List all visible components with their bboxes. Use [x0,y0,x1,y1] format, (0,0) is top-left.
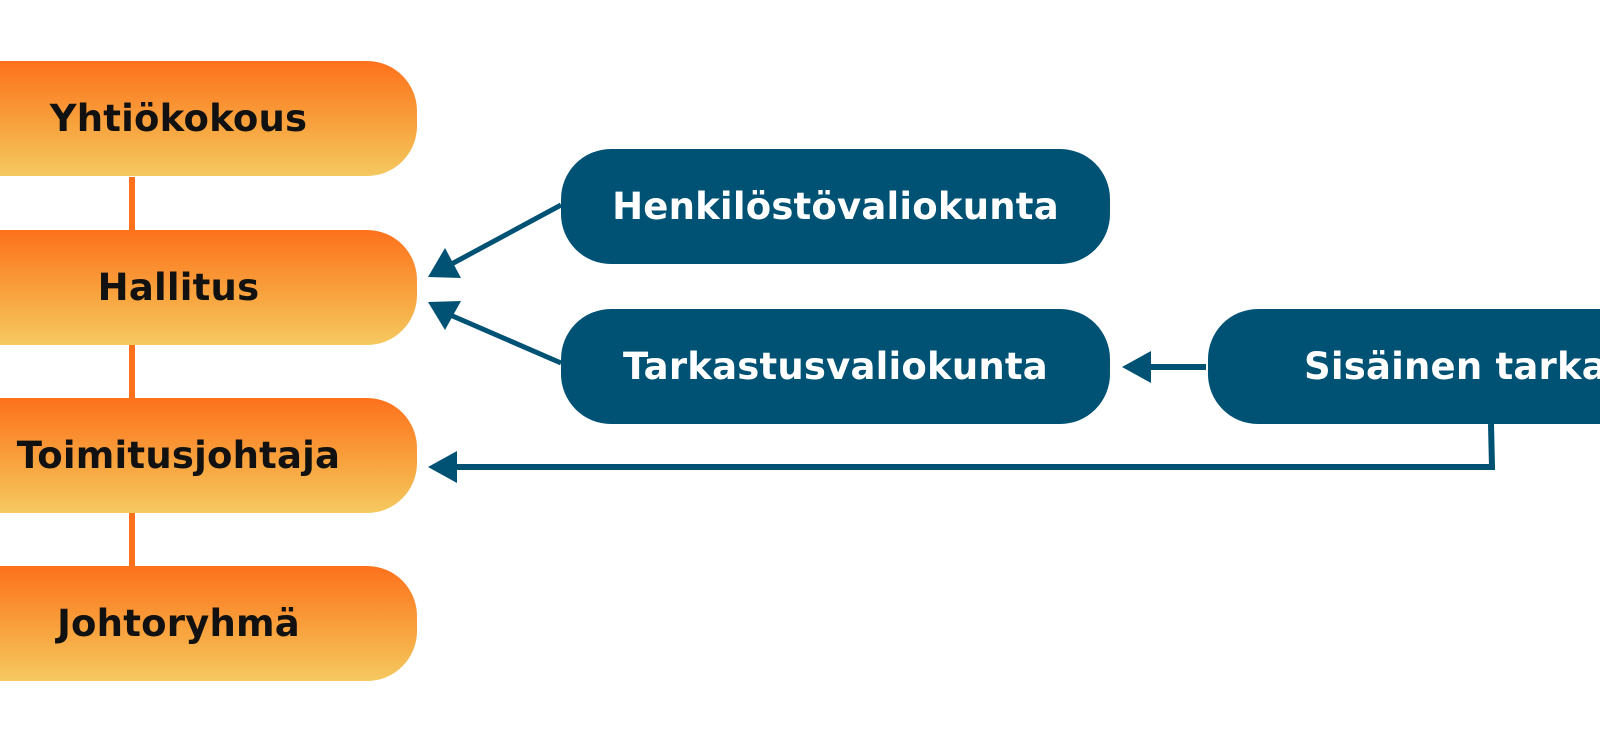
node-sisainen-tarkastus: Sisäinen tarkastus [1208,309,1600,424]
arrowhead-audit-to-tarkastus [1122,351,1151,383]
arrowhead-henkilosto-to-hallitus [428,248,461,278]
node-hallitus-label: Hallitus [97,266,260,309]
node-henkilostovaliokunta-label: Henkilöstövaliokunta [612,185,1059,228]
node-tarkastusvaliokunta: Tarkastusvaliokunta [561,309,1110,424]
node-johtoryhma: Johtoryhmä [0,566,417,681]
node-johtoryhma-label: Johtoryhmä [57,602,300,645]
arrow-henkilosto-to-hallitus [444,202,563,270]
node-henkilostovaliokunta: Henkilöstövaliokunta [561,149,1110,264]
arrowhead-tarkastus-to-hallitus [428,301,461,330]
node-sisainen-tarkastus-label: Sisäinen tarkastus [1304,345,1600,388]
node-yhtiokokous-label: Yhtiökokous [49,97,308,140]
node-hallitus: Hallitus [0,230,417,345]
arrow-tarkastus-to-hallitus [447,311,562,366]
arrow-audit-to-toimitusjohtaja [452,423,1496,470]
node-toimitusjohtaja-label: Toimitusjohtaja [16,434,341,477]
node-tarkastusvaliokunta-label: Tarkastusvaliokunta [623,345,1048,388]
node-toimitusjohtaja: Toimitusjohtaja [0,398,417,513]
node-yhtiokokous: Yhtiökokous [0,61,417,176]
arrowhead-audit-to-toimitusjohtaja [428,451,457,483]
